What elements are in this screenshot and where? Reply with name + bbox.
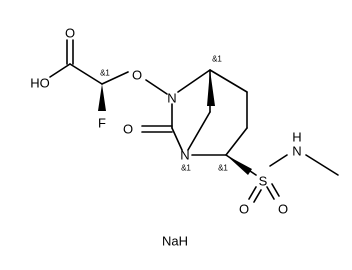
atom-sulfonyl-oxygen-right: O [278, 202, 288, 217]
bond-sulfonyl-right-2 [271, 183, 280, 197]
atom-labels: O HO F O N O N N H S O O [30, 26, 301, 217]
atom-hydroxyl: HO [30, 76, 50, 91]
bond-ether-nitrogen [145, 79, 168, 95]
bond-alpha-ether [101, 71, 129, 85]
atom-sulfur: S [259, 174, 268, 189]
bond-bridge-lower [187, 111, 211, 151]
atom-carboxyl-oxygen: O [65, 26, 75, 41]
stereo-label-alpha-carbon: &1 [100, 69, 110, 78]
stereo-label-sulfonyl-carbon: &1 [218, 164, 228, 173]
bond-acid-alpha [69, 63, 103, 85]
bond-sulfonyl-left-1 [248, 186, 257, 200]
atom-ether-oxygen: O [132, 68, 142, 83]
atom-ring-nitrogen-top: N [167, 91, 176, 106]
atom-carbonyl-oxygen: O [123, 122, 133, 137]
wedge-alpha-fluorine [98, 84, 106, 111]
bond-carboxyl-hydroxyl [49, 63, 71, 78]
wedge-bridgehead-top [207, 70, 215, 106]
atom-ring-nitrogen-bottom: N [180, 148, 189, 163]
atom-sulfonyl-oxygen-left: O [239, 202, 249, 217]
bond-nitrogen-bridgehead [177, 69, 211, 93]
bond-nitrogen-methyl [305, 154, 339, 176]
atom-sulfonamide-nitrogen: N [292, 144, 301, 159]
stereo-label-nitrogen-bottom: &1 [181, 164, 191, 173]
atom-fluorine: F [98, 116, 106, 131]
bond-carbonyl-nitrogen-bottom [171, 127, 183, 151]
bond-sulfonyl-right-1 [266, 186, 275, 200]
bond-ch2-sulfonylcarbon [225, 127, 248, 156]
atom-sulfonamide-hydrogen: H [292, 130, 301, 145]
bond-layer [49, 39, 339, 203]
bond-sulfonyl-left-2 [253, 189, 262, 203]
bond-sulfur-nitrogen [269, 154, 288, 167]
bond-bridgehead-ch2 [209, 69, 248, 93]
counterion-label: NaH [162, 234, 188, 249]
stereo-label-bridgehead-top: &1 [212, 55, 222, 64]
stereo-labels: &1 &1 &1 &1 [100, 55, 228, 173]
wedge-sulfonyl-carbon [226, 155, 252, 175]
